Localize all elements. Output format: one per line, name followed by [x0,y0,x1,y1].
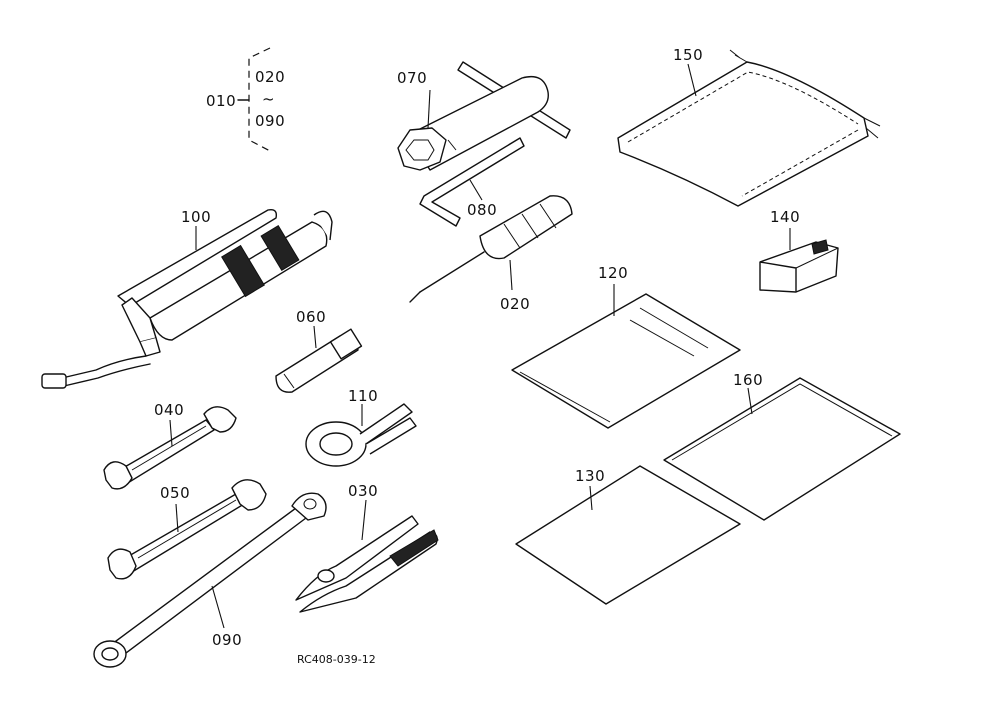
assembly-bracket: 010 020 ~ 090 [206,47,285,153]
sheet-icon-160: 160 [663,371,901,521]
label-160: 160 [733,371,763,389]
tool-bag-icon: 150 [617,46,881,207]
label-120: 120 [598,264,628,282]
manual-icon: 120 [511,264,741,429]
label-bracket-tilde: ~ [262,90,275,108]
label-050: 050 [160,484,190,502]
combination-wrench-icon: 090 [93,492,327,668]
spanner-ring-icon: 110 [305,387,417,467]
label-140: 140 [770,208,800,226]
socket-wrench-icon: 060 [275,308,363,393]
label-110: 110 [348,387,378,405]
label-010: 010 [206,92,236,110]
label-150: 150 [673,46,703,64]
screwdriver-icon: 020 [409,195,573,313]
hex-key-icon: 080 [419,137,525,227]
label-070: 070 [397,69,427,87]
sheet-icon-130: 130 [515,465,741,605]
box-wrench-icon: 070 [397,61,571,171]
open-end-wrench-icon-040: 040 [103,401,237,490]
label-bracket-020: 020 [255,68,285,86]
label-020: 020 [500,295,530,313]
label-060: 060 [296,308,326,326]
pliers-icon: 030 [295,482,439,613]
label-030: 030 [348,482,378,500]
open-end-wrench-icon-050: 050 [107,479,267,580]
label-090: 090 [212,631,242,649]
label-040: 040 [154,401,184,419]
label-100: 100 [181,208,211,226]
label-080: 080 [467,201,497,219]
fuse-icon: 140 [759,208,839,293]
reference-code: RC408-039-12 [297,653,376,666]
label-bracket-090: 090 [255,112,285,130]
label-130: 130 [575,467,605,485]
grease-gun-icon: 100 [41,208,333,389]
